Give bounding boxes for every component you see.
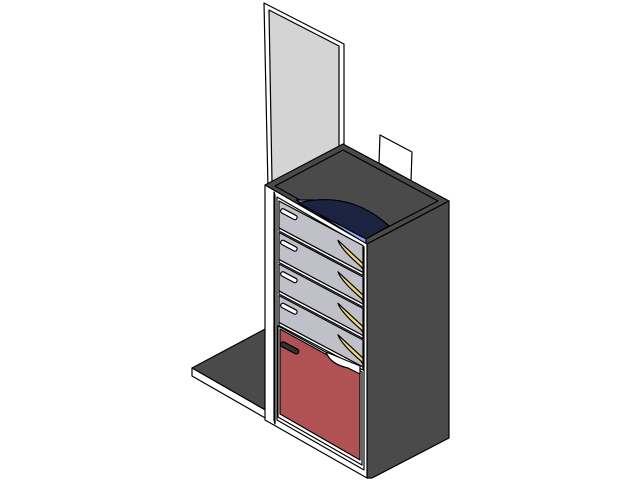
drawer-edge bbox=[278, 258, 364, 308]
drawer-cutout bbox=[337, 271, 364, 302]
drawers bbox=[278, 200, 364, 371]
drawer-cutout bbox=[337, 334, 364, 365]
drawer-handle-icon bbox=[280, 208, 298, 221]
floor-plate bbox=[191, 327, 268, 420]
cabinet-side bbox=[366, 200, 450, 479]
open-lid bbox=[263, 2, 345, 189]
drawer[interactable] bbox=[278, 200, 364, 277]
drawer[interactable] bbox=[278, 231, 364, 308]
drawer-cutout bbox=[337, 239, 364, 271]
door-handle-icon bbox=[279, 341, 300, 355]
drawer-handle-icon bbox=[280, 302, 298, 315]
bottom-door[interactable] bbox=[277, 325, 363, 466]
drawer[interactable] bbox=[278, 263, 364, 340]
drawer-edge bbox=[278, 290, 364, 340]
drawer-handle-icon bbox=[280, 271, 298, 284]
drawer-edge bbox=[278, 227, 364, 277]
drawer-handle-icon bbox=[280, 239, 298, 252]
drawer-cutout bbox=[337, 302, 364, 334]
